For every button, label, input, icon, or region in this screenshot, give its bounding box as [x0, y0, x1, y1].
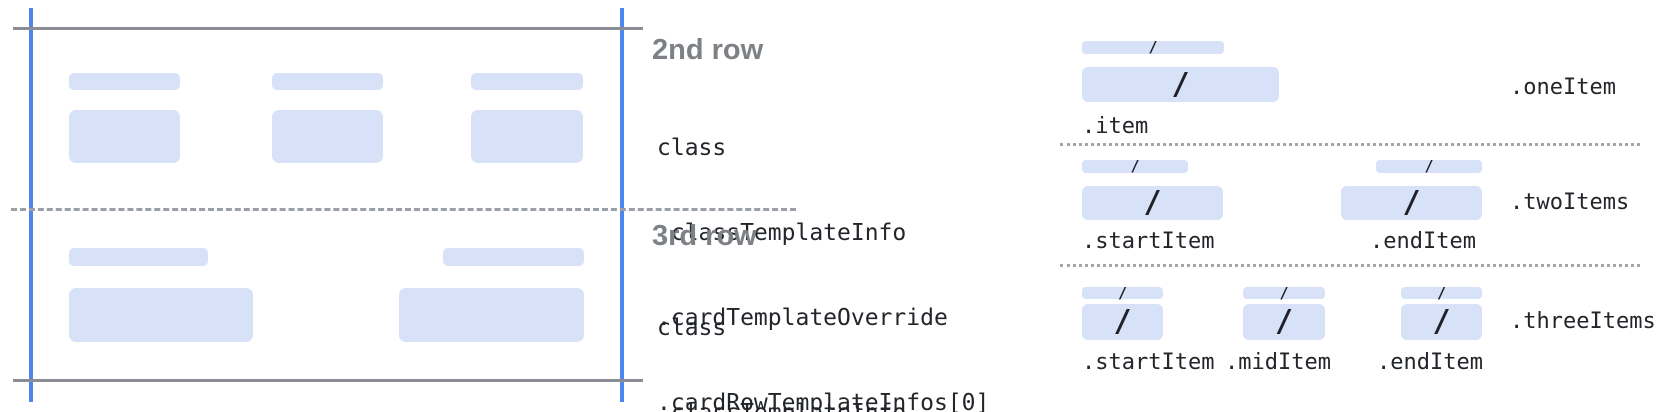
three-items-mid-field-label: .midItem	[1225, 350, 1331, 375]
slash-placeholder-icon: /	[1130, 157, 1140, 175]
left-guide-line	[29, 8, 33, 402]
row3-col1-label-bar	[69, 248, 208, 266]
code-line: .cardRowTemplateInfos[0]	[657, 390, 990, 412]
row-divider-dashed-line	[11, 208, 796, 211]
one-item-value-bar: /	[1082, 67, 1279, 102]
one-item-field-label: .item	[1082, 114, 1149, 139]
row3-code-path: class .classTemplateInfo .cardTemplateOv…	[657, 257, 989, 412]
row2-code-path: class .classTemplateInfo .cardTemplateOv…	[657, 77, 989, 412]
three-items-end-field-label: .endItem	[1377, 350, 1483, 375]
slash-placeholder-icon: /	[1143, 185, 1162, 220]
row3-title: 3rd row	[652, 220, 757, 252]
slash-placeholder-icon: /	[1113, 304, 1132, 339]
code-line: .classTemplateInfo	[657, 220, 907, 247]
three-items-template-name: .threeItems	[1510, 309, 1656, 334]
row2-col3-label-bar	[471, 73, 583, 90]
code-line: class	[657, 314, 727, 341]
slash-placeholder-icon: /	[1117, 283, 1128, 302]
slash-placeholder-icon: /	[1402, 185, 1421, 220]
two-items-end-label-bar: /	[1376, 157, 1482, 175]
two-items-template-name: .twoItems	[1510, 190, 1630, 215]
slash-placeholder-icon: /	[1279, 283, 1289, 302]
slash-placeholder-icon: /	[1274, 304, 1294, 339]
row3-col2-label-bar	[443, 248, 584, 266]
slash-placeholder-icon: /	[1436, 283, 1447, 302]
row3-col1-value-bar	[69, 288, 253, 342]
three-items-start-label-bar: /	[1082, 283, 1163, 302]
three-items-mid-value-bar: /	[1243, 304, 1325, 340]
three-items-end-value-bar: /	[1401, 304, 1482, 340]
row2-title: 2nd row	[652, 34, 764, 66]
two-items-start-value-bar: /	[1082, 186, 1223, 220]
slash-placeholder-icon: /	[1171, 66, 1190, 102]
row2-col1-value-bar	[69, 110, 180, 163]
three-items-mid-label-bar: /	[1243, 283, 1325, 302]
row3-col2-value-bar	[399, 288, 584, 342]
slash-placeholder-icon: /	[1424, 157, 1434, 175]
two-items-start-field-label: .startItem	[1082, 229, 1215, 254]
two-items-end-field-label: .endItem	[1370, 229, 1476, 254]
two-items-start-label-bar: /	[1082, 157, 1188, 175]
two-items-end-value-bar: /	[1341, 186, 1482, 220]
code-line: .classTemplateInfo	[657, 399, 989, 412]
slash-placeholder-icon: /	[1432, 304, 1451, 339]
top-guide-line	[13, 27, 643, 30]
three-items-start-field-label: .startItem	[1082, 350, 1215, 375]
template-divider-dotted-line	[1060, 143, 1640, 146]
one-item-template-name: .oneItem	[1510, 75, 1616, 100]
code-line: .cardTemplateOverride	[657, 305, 948, 332]
one-item-label-bar: /	[1082, 38, 1224, 56]
template-divider-dotted-line	[1060, 264, 1640, 267]
three-items-end-label-bar: /	[1401, 283, 1482, 302]
right-guide-line	[620, 8, 624, 402]
row2-col2-label-bar	[272, 73, 383, 90]
three-items-start-value-bar: /	[1082, 304, 1163, 340]
slash-placeholder-icon: /	[1148, 38, 1158, 56]
row2-col2-value-bar	[272, 110, 383, 163]
row2-col3-value-bar	[471, 110, 583, 163]
code-line: class	[657, 134, 727, 161]
bottom-guide-line	[13, 379, 643, 382]
row2-col1-label-bar	[69, 73, 180, 90]
